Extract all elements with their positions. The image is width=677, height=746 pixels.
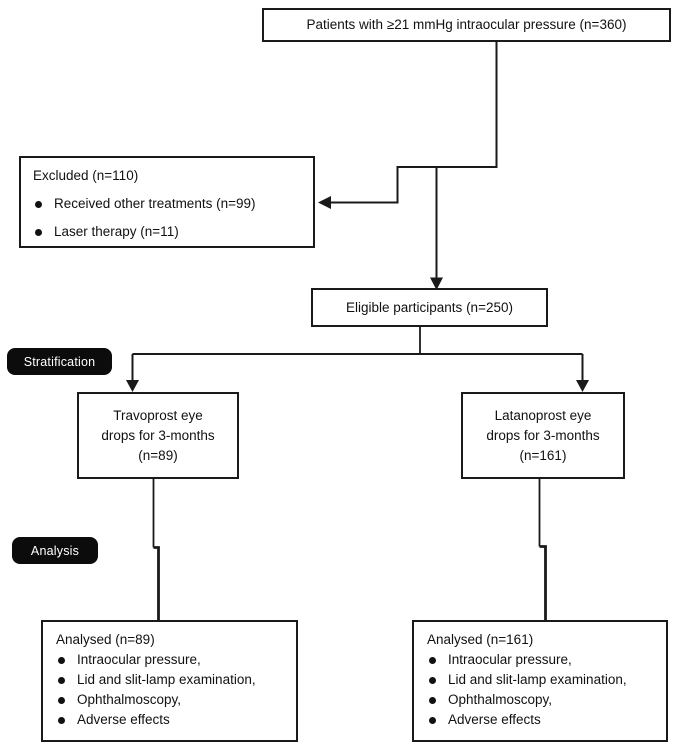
analysed-latanoprost-title: Analysed (n=161) [427, 632, 534, 647]
eligible-box: Eligible participants (n=250) [311, 288, 548, 327]
analysed-item: Ophthalmoscopy, [427, 690, 658, 710]
bullet-icon [35, 228, 42, 236]
arrowhead-latanoprost-icon [576, 380, 589, 392]
excluded-item: Received other treatments (n=99) [33, 194, 303, 214]
bullet-icon [429, 716, 436, 724]
analysed-latanoprost-box: Analysed (n=161) Intraocular pressure, L… [412, 620, 668, 742]
latanoprost-arm-box: Latanoprost eye drops for 3-months (n=16… [461, 392, 625, 479]
latanoprost-line: Latanoprost eye [494, 407, 592, 423]
analysed-item: Intraocular pressure, [56, 650, 288, 670]
bullet-icon [58, 676, 65, 684]
connector-latanoprost-lower [539, 545, 547, 620]
arrowhead-excluded-icon [318, 196, 331, 209]
analysed-item: Ophthalmoscopy, [56, 690, 288, 710]
analysis-label-text: Analysis [30, 543, 80, 558]
excluded-item: Laser therapy (n=11) [33, 222, 303, 242]
analysed-item-text: Adverse effects [77, 712, 170, 727]
analysed-item-text: Lid and slit-lamp examination, [77, 672, 256, 687]
bullet-icon [429, 676, 436, 684]
arrowhead-eligible-icon [430, 277, 443, 290]
bullet-icon [58, 716, 65, 724]
stratification-label-text: Stratification [23, 354, 96, 369]
connector-enrollment-to-excluded [331, 42, 498, 204]
latanoprost-line: drops for 3-months [486, 427, 600, 443]
excluded-item-text: Laser therapy (n=11) [54, 224, 179, 239]
analysed-item: Lid and slit-lamp examination, [427, 670, 658, 690]
bullet-icon [429, 656, 436, 664]
bullet-icon [58, 696, 65, 704]
analysed-item: Lid and slit-lamp examination, [56, 670, 288, 690]
analysed-item-text: Lid and slit-lamp examination, [448, 672, 627, 687]
connector-travoprost-lower [153, 546, 160, 620]
stratification-label: Stratification [7, 348, 112, 375]
enrollment-text: Patients with ≥21 mmHg intraocular press… [306, 17, 627, 32]
analysed-travoprost-box: Analysed (n=89) Intraocular pressure, Li… [41, 620, 298, 742]
arrowhead-travoprost-icon [126, 380, 139, 392]
travoprost-line: (n=89) [138, 447, 178, 463]
analysis-label: Analysis [12, 537, 98, 564]
excluded-title: Excluded (n=110) [33, 168, 139, 183]
analysed-item-text: Intraocular pressure, [77, 652, 201, 667]
excluded-box: Excluded (n=110) Received other treatmen… [19, 156, 315, 248]
analysed-item: Adverse effects [427, 710, 658, 730]
analysed-item-text: Intraocular pressure, [448, 652, 572, 667]
analysed-item-text: Ophthalmoscopy, [77, 692, 182, 707]
analysed-item-text: Adverse effects [448, 712, 541, 727]
bullet-icon [58, 656, 65, 664]
travoprost-line: drops for 3-months [101, 427, 215, 443]
travoprost-line: Travoprost eye [113, 407, 203, 423]
analysed-item: Intraocular pressure, [427, 650, 658, 670]
analysed-travoprost-title: Analysed (n=89) [56, 632, 155, 647]
eligible-text: Eligible participants (n=250) [346, 299, 513, 315]
excluded-item-text: Received other treatments (n=99) [54, 196, 256, 211]
travoprost-arm-box: Travoprost eye drops for 3-months (n=89) [77, 392, 239, 479]
bullet-icon [429, 696, 436, 704]
analysed-item-text: Ophthalmoscopy, [448, 692, 553, 707]
latanoprost-line: (n=161) [519, 447, 567, 463]
enrollment-box: Patients with ≥21 mmHg intraocular press… [262, 8, 671, 42]
analysed-item: Adverse effects [56, 710, 288, 730]
bullet-icon [35, 200, 42, 208]
